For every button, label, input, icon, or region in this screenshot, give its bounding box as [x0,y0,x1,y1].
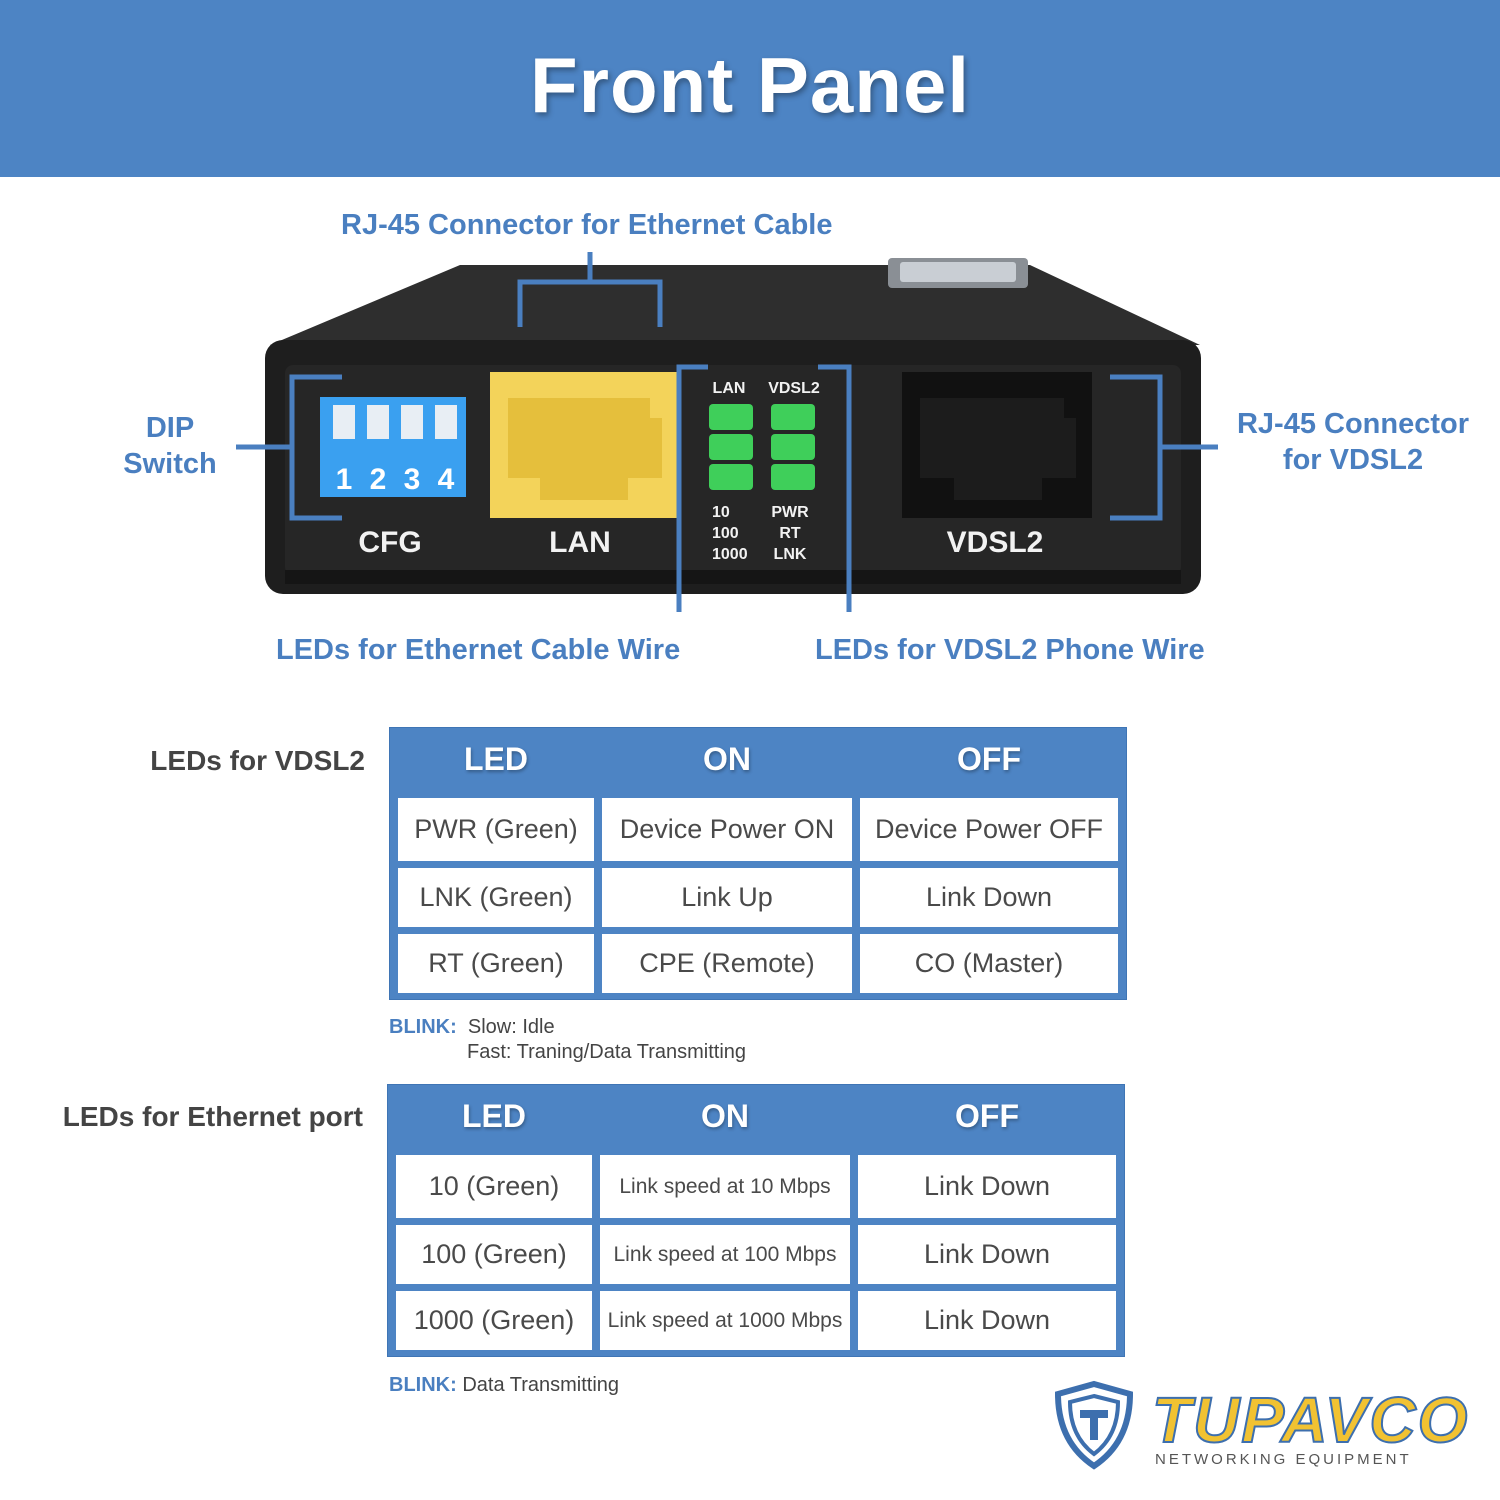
callout-leds-vdsl2: LEDs for VDSL2 Phone Wire [815,634,1205,666]
blink-key: BLINK: [389,1374,457,1396]
cfg-label: CFG [358,526,421,559]
led-indicator [771,404,815,430]
table-cell: Link speed at 10 Mbps [600,1155,850,1218]
dip-number: 4 [438,463,455,496]
dip-number: 1 [336,463,353,496]
device-top-surface [270,265,1200,345]
dip-toggle [401,405,423,439]
led-column-vdsl2: VDSL2 [768,380,820,397]
table-cell: RT (Green) [398,934,594,993]
led-column-lan: LAN [713,380,746,397]
table-cell: Device Power OFF [860,798,1118,861]
led-indicator [771,464,815,490]
callout-dip-switch: DIP Switch [123,412,217,480]
led-indicator [709,464,753,490]
ethernet-table-label: LEDs for Ethernet port [62,1101,363,1132]
table-cell: Link Down [858,1225,1116,1284]
table-cell: Device Power ON [602,798,852,861]
callout-lines [236,252,1218,612]
dip-toggle [333,405,355,439]
callout-rj45-ethernet: RJ-45 Connector for Ethernet Cable [341,209,833,241]
dip-toggle [367,405,389,439]
table-cell: Link Up [602,868,852,927]
dip-toggle [435,405,457,439]
lan-label: LAN [549,526,611,559]
table-cell: 1000 (Green) [396,1291,592,1350]
led-vdsl2-label: LNK [774,546,807,563]
table-cell: LNK (Green) [398,868,594,927]
led-indicator [709,404,753,430]
led-vdsl2-label: RT [779,525,801,542]
dip-number: 2 [370,463,387,496]
led-lan-label: 100 [712,525,739,542]
lan-port [490,372,678,518]
shield-logo-icon [1054,1380,1134,1470]
led-lan-label: 10 [712,504,730,521]
table-cell: CPE (Remote) [602,934,852,993]
table-header: LED [462,1098,526,1134]
dip-number: 3 [404,463,421,496]
vdsl2-blink-note: BLINK: Slow: Idle Fast: Traning/Data Tra… [389,1016,747,1063]
led-lan-label: 1000 [712,546,748,563]
table-header: ON [701,1098,749,1134]
table-cell: Link Down [858,1155,1116,1218]
led-indicator [709,434,753,460]
table-header: ON [703,741,751,777]
table-header: OFF [957,741,1021,777]
ethernet-led-table: LED ON OFF 10 (Green) Link speed at 10 M… [387,1084,1125,1357]
brand-name: TUPAVCO [1151,1383,1470,1457]
dip-switch: 1 2 3 4 [320,397,466,497]
table-cell: CO (Master) [860,934,1118,993]
led-panel: LAN VDSL2 10 100 1000 PWR RT LNK [709,380,820,563]
led-indicator [771,434,815,460]
table-cell: 10 (Green) [396,1155,592,1218]
device-diagram: 1 2 3 4 CFG LAN LAN VDSL2 10 100 1000 PW… [236,252,1218,612]
table-cell: Link speed at 100 Mbps [600,1225,850,1284]
led-vdsl2-label: PWR [771,504,809,521]
table-cell: PWR (Green) [398,798,594,861]
ethernet-blink-note: BLINK: Data Transmitting [389,1374,620,1396]
vdsl2-port [902,372,1092,518]
vdsl2-table-label: LEDs for VDSL2 [150,745,365,776]
table-header: OFF [955,1098,1019,1134]
table-header: LED [464,741,528,777]
table-cell: Link Down [858,1291,1116,1350]
page-title: Front Panel [529,41,971,129]
blink-key: BLINK: [389,1016,457,1038]
header-banner: Front Panel [0,0,1500,177]
table-cell: 100 (Green) [396,1225,592,1284]
brand-tagline: NETWORKING EQUIPMENT [1155,1451,1412,1468]
table-cell: Link Down [860,868,1118,927]
callout-rj45-vdsl2: RJ-45 Connector for VDSL2 [1236,408,1470,476]
table-cell: Link speed at 1000 Mbps [600,1291,850,1350]
vdsl2-led-table: LED ON OFF PWR (Green) Device Power ON D… [389,727,1127,1000]
vdsl2-label: VDSL2 [947,526,1044,559]
callout-leds-ethernet: LEDs for Ethernet Cable Wire [276,634,681,666]
